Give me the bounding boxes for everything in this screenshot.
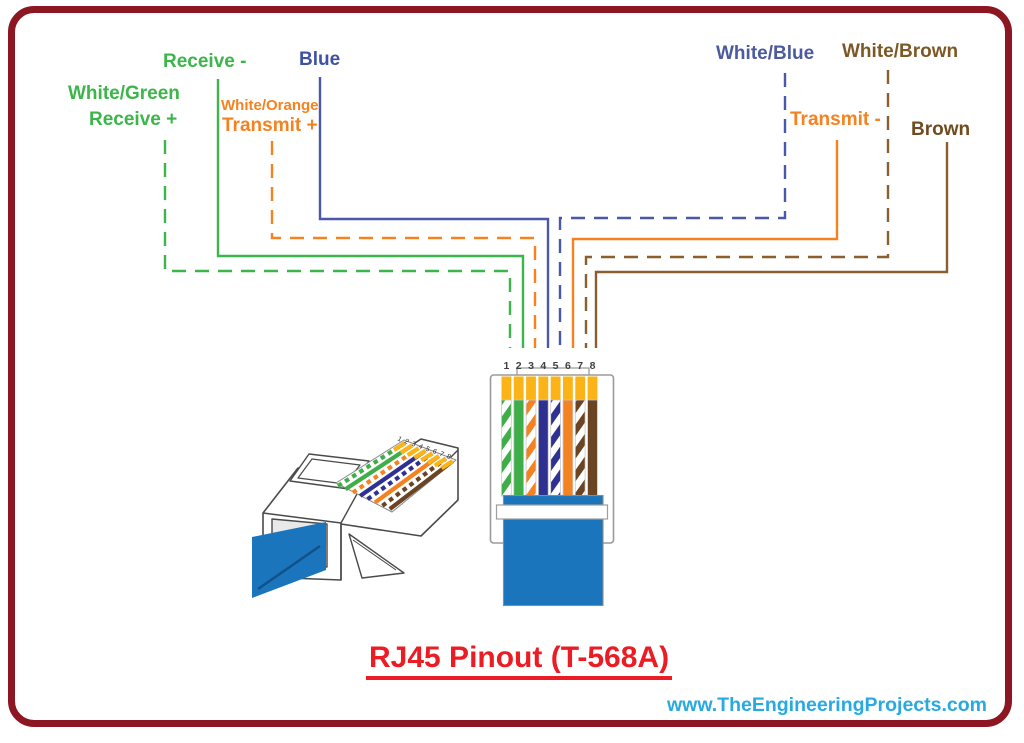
trace-pin1-white-green — [163, 140, 512, 348]
label-white-orange: White/Orange — [221, 97, 319, 114]
wire-2-green — [513, 399, 524, 497]
plug3d-wire-8 — [388, 459, 454, 511]
plug3d-latch-line — [352, 539, 397, 571]
watermark-url: www.TheEngineeringProjects.com — [666, 694, 987, 716]
pin-contact-6 — [563, 376, 573, 401]
pin-contact-7 — [575, 376, 586, 401]
plug3d-wire-2 — [344, 443, 413, 492]
label-white-blue: White/Blue — [716, 43, 815, 64]
trace-pin3-white-orange — [270, 141, 537, 348]
plug3d-wire-6 — [373, 454, 441, 505]
page-title: RJ45 Pinout (T-568A) — [366, 641, 673, 680]
label-brown: Brown — [911, 119, 971, 140]
pin-contact-5 — [550, 376, 561, 401]
plug3d-gold-contacts — [392, 441, 454, 470]
wire-8-brown — [587, 399, 598, 497]
plug3d-pin-number-1: 1 — [396, 436, 403, 444]
pin-contact-4 — [538, 376, 549, 401]
label-transmit-plus: Transmit + — [222, 115, 318, 136]
plug3d-pin-number-7: 7 — [438, 451, 445, 459]
wire-1-white-green — [501, 399, 512, 497]
plug3d-pin-number-2: 2 — [403, 438, 410, 446]
plug3d-pin-number-3: 3 — [410, 441, 417, 449]
plug3d-pin-number-4: 4 — [417, 443, 424, 451]
pin-number-5: 5 — [553, 360, 559, 372]
pin-number-6: 6 — [565, 360, 571, 372]
front-connector: 1 2 3 4 5 6 7 8 — [489, 360, 615, 607]
front-pin-numbers: 1 2 3 4 5 6 7 8 — [503, 360, 595, 372]
pin-contact-3 — [526, 376, 536, 401]
label-white-brown: White/Brown — [842, 41, 959, 62]
plug3d-wire-4 — [359, 449, 427, 498]
front-connector-latch-outline — [516, 367, 590, 375]
pin-number-4: 4 — [540, 360, 546, 372]
plug3d-pin-number-8: 8 — [445, 453, 452, 461]
plug3d-pin-number-6: 6 — [431, 448, 438, 456]
pin-number-3: 3 — [528, 360, 534, 372]
pin-number-7: 7 — [577, 360, 583, 372]
wire-traces — [163, 70, 949, 348]
wire-7-white-brown — [574, 399, 586, 497]
plug-3d: 1 2 3 4 5 6 7 8 — [252, 436, 459, 598]
front-connector-pins — [501, 376, 598, 401]
trace-pin4-blue — [318, 77, 550, 348]
pin-contact-1 — [501, 376, 512, 401]
plug3d-pin-number-5: 5 — [424, 446, 431, 454]
pin-contact-2 — [513, 376, 524, 401]
pin-contact-8 — [587, 376, 598, 401]
pin-number-8: 8 — [590, 360, 596, 372]
trace-pin5-white-blue — [558, 73, 787, 348]
label-receive-plus: Receive + — [89, 109, 178, 130]
label-blue: Blue — [299, 49, 341, 70]
label-white-green: White/Green — [68, 83, 180, 104]
plug3d-wires — [336, 441, 454, 511]
wire-5-white-blue — [550, 399, 561, 497]
plug3d-cable-stripe — [257, 544, 321, 591]
trace-pin8-brown — [594, 142, 949, 348]
wire-3-white-orange — [525, 399, 537, 497]
trace-pin2-green — [216, 79, 525, 348]
wire-6-orange — [562, 399, 574, 497]
label-receive-minus: Receive - — [163, 51, 247, 72]
front-connector-band — [495, 504, 609, 520]
trace-pin6-orange — [571, 140, 839, 348]
trace-pin7-white-brown — [584, 70, 890, 348]
plug3d-pin-numbers: 1 2 3 4 5 6 7 8 — [396, 436, 452, 462]
pin-number-1: 1 — [503, 360, 509, 372]
wire-4-blue — [538, 399, 549, 497]
pin-number-2: 2 — [516, 360, 522, 372]
label-transmit-minus: Transmit - — [790, 109, 881, 130]
